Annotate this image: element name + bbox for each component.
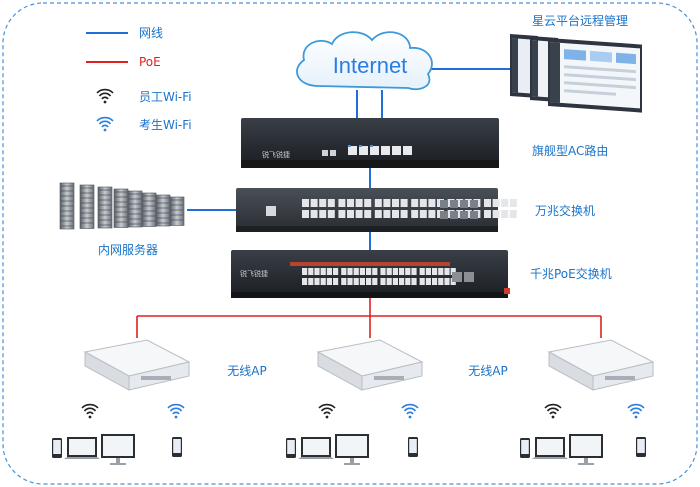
core-switch-label: 万兆交换机 bbox=[535, 203, 595, 218]
ac-router-device bbox=[241, 118, 499, 168]
exam-wifi-icon bbox=[96, 116, 114, 132]
internet-cloud bbox=[296, 31, 433, 91]
servers-label: 内网服务器 bbox=[98, 242, 158, 257]
legend-wired-label: 网线 bbox=[139, 26, 163, 40]
legend-poe-label: PoE bbox=[139, 55, 161, 69]
ac-router-label: 旗舰型AC路由 bbox=[532, 143, 608, 158]
ap-right-label: 无线AP bbox=[468, 364, 507, 378]
poe-switch-device bbox=[231, 250, 510, 298]
legend-staff-wifi-label: 员工Wi-Fi bbox=[139, 90, 192, 104]
legend-exam-wifi-label: 考生Wi-Fi bbox=[139, 118, 192, 132]
staff-wifi-icon bbox=[96, 88, 114, 104]
access-point-middle bbox=[316, 339, 424, 391]
access-point-right bbox=[547, 339, 655, 391]
router-brand-text: 锐飞锐捷 bbox=[262, 150, 290, 159]
cloud-management-screens bbox=[510, 34, 642, 113]
access-point-left bbox=[83, 339, 191, 391]
poe-switch-label: 千兆PoE交换机 bbox=[530, 266, 612, 281]
poe-brand-text: 锐飞锐捷 bbox=[240, 269, 268, 278]
legend bbox=[86, 32, 128, 132]
core-switch-device bbox=[236, 188, 517, 232]
cloud-mgmt-label: 星云平台远程管理 bbox=[532, 13, 628, 28]
internet-label: Internet bbox=[333, 53, 408, 78]
server-rack bbox=[59, 182, 185, 230]
ap-left-label: 无线AP bbox=[227, 364, 266, 378]
links bbox=[136, 68, 602, 338]
